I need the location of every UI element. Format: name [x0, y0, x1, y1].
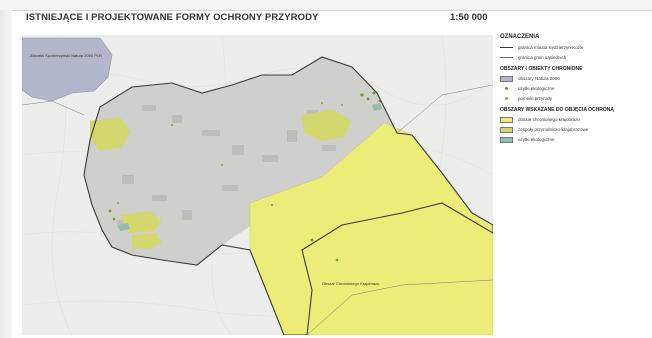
legend-heading: OZNACZENIA — [500, 34, 540, 40]
landscape-area-swatch — [500, 116, 513, 123]
ecological-use-dot-icon — [500, 86, 513, 92]
nature-complex-south[interactable] — [120, 211, 162, 233]
legend-label: obszar chronionego krajobrazu — [518, 117, 580, 122]
legend-item-ecological-use: użytki ekologiczne — [500, 84, 648, 93]
city-boundary-line — [83, 56, 493, 335]
top-strip — [0, 0, 652, 11]
map-frame[interactable]: Zbiornik Kędzierzyński Natura 2000 PLB O… — [22, 35, 493, 335]
legend-label: użytki ekologiczne — [518, 86, 555, 91]
nature-complex-east[interactable] — [302, 109, 352, 141]
neighbour-boundary-symbol — [500, 55, 513, 61]
legend-label: zespoły przyrodniczo-krajobrazowe — [518, 127, 589, 132]
legend-item-neighbour-boundary: granica gmin sąsiednich — [500, 53, 648, 62]
ecological-use-area-2[interactable] — [372, 103, 382, 111]
label-natura-2000: Zbiornik Kędzierzyński Natura 2000 PLB — [30, 53, 102, 58]
legend-section-proposed: OBSZARY WSKAZANE DO OBJĘCIA OCHRONĄ — [500, 107, 614, 113]
left-strip — [0, 10, 12, 338]
map-title: ISTNIEJĄCE I PROJEKTOWANE FORMY OCHRONY … — [26, 12, 319, 23]
nature-monument-points — [116, 101, 344, 207]
legend-label: użytki ekologiczne — [518, 137, 555, 142]
legend: OZNACZENIA granica miasta Kędzierzyn-Koź… — [500, 34, 648, 145]
legend-section-protected: OBSZARY I OBIEKTY CHRONIONE — [500, 66, 583, 72]
nature-monument-dot-icon — [500, 96, 513, 102]
nature-complex-west[interactable] — [90, 117, 130, 151]
legend-label: pomniki przyrody — [518, 96, 553, 101]
neighbour-boundary-line — [22, 84, 493, 335]
city-boundary-symbol — [500, 45, 513, 51]
legend-item-city-boundary: granica miasta Kędzierzyn-Koźle — [500, 43, 648, 52]
map-canvas: Zbiornik Kędzierzyński Natura 2000 PLB O… — [22, 35, 493, 335]
nature-complex-swatch — [500, 126, 513, 133]
legend-label: granica gmin sąsiednich — [518, 55, 567, 60]
legend-item-landscape-area: obszar chronionego krajobrazu — [500, 115, 648, 124]
proposed-ecological-use-swatch — [500, 136, 513, 143]
ecological-use-area-1[interactable] — [118, 223, 130, 231]
nature-complex-southwest[interactable] — [132, 233, 162, 249]
legend-item-natura-2000: obszary Natura 2000 — [500, 74, 648, 83]
natura-2000-area[interactable] — [22, 37, 113, 102]
natura-2000-swatch — [500, 75, 513, 82]
legend-label: obszary Natura 2000 — [518, 76, 560, 81]
legend-item-nature-monument: pomniki przyrody — [500, 94, 648, 103]
city-area — [84, 57, 397, 265]
legend-label: granica miasta Kędzierzyn-Koźle — [518, 45, 584, 50]
legend-item-nature-complex: zespoły przyrodniczo-krajobrazowe — [500, 125, 648, 134]
map-scale: 1:50 000 — [450, 12, 488, 23]
legend-item-proposed-ecological-use: użytki ekologiczne — [500, 135, 648, 144]
label-landscape-area: Obszar Chronionego Krajobrazu — [322, 281, 379, 286]
